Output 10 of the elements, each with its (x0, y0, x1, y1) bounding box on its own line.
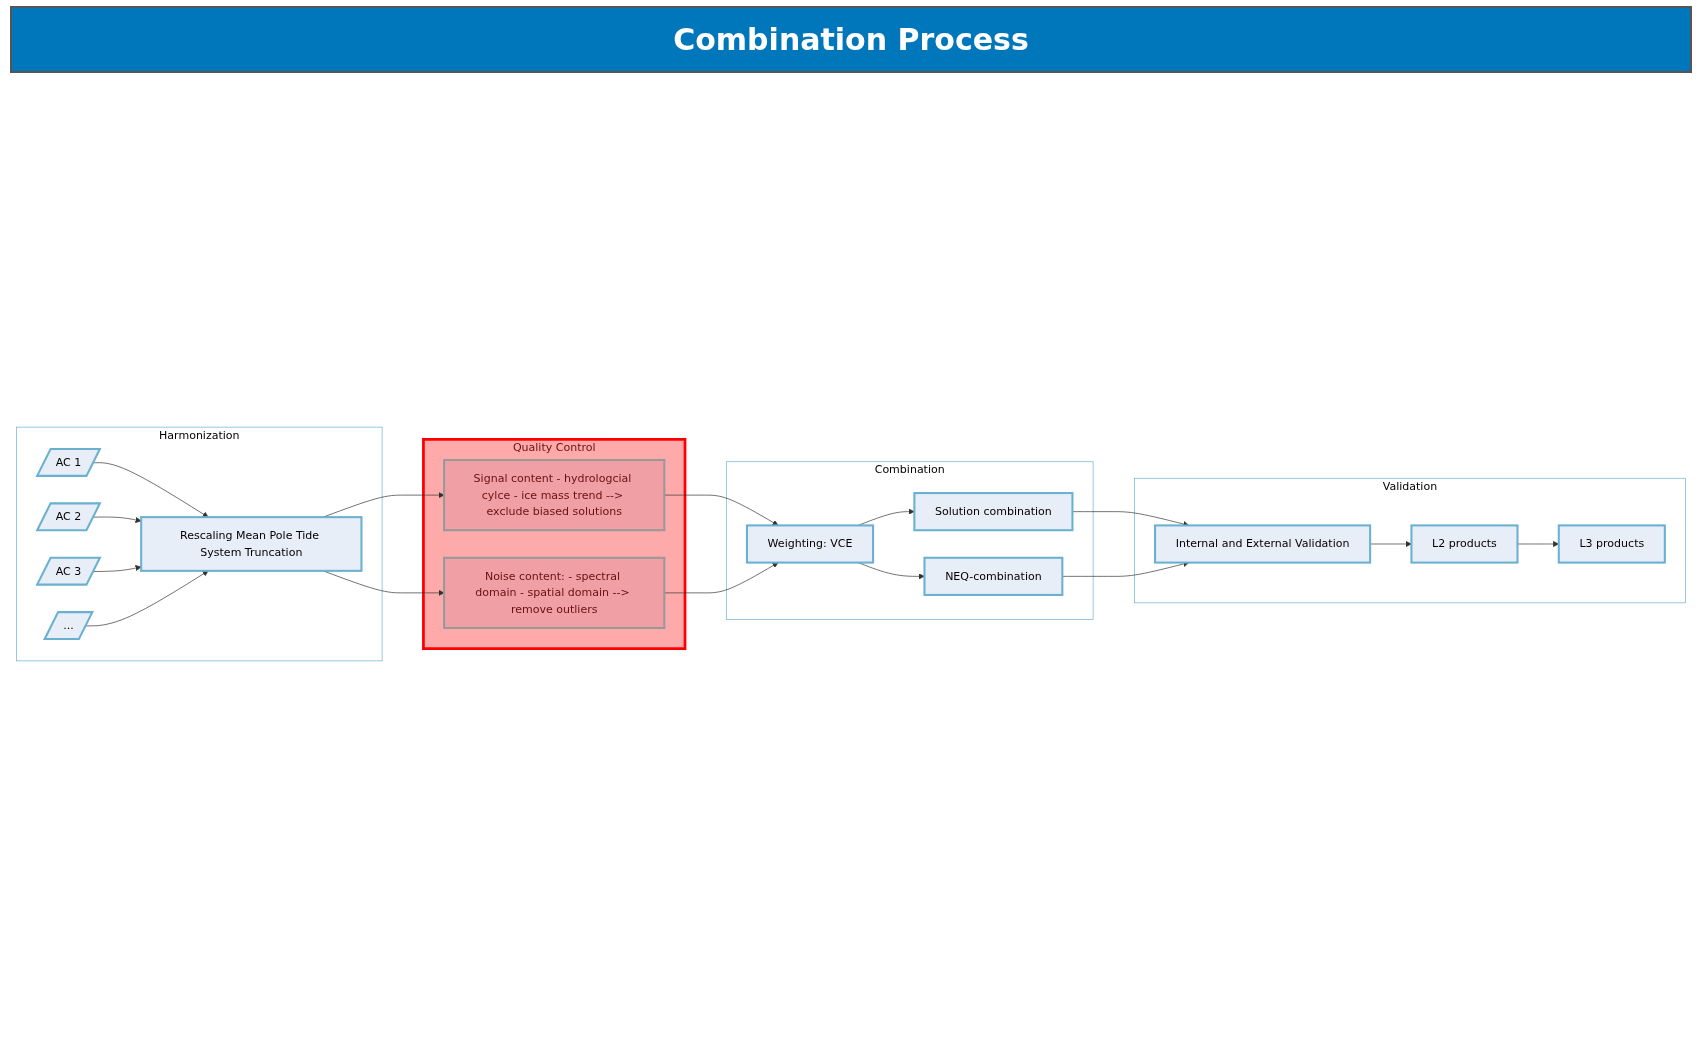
node-box: Rescaling Mean Pole Tide System Truncation (140, 516, 363, 572)
node-box: Weighting: VCE (745, 524, 875, 564)
node-box: Solution combination (913, 492, 1074, 532)
node-box: NEQ-combination (923, 556, 1064, 596)
node-box: Internal and External Validation (1154, 524, 1372, 564)
node-box: L3 products (1557, 524, 1666, 564)
node-box: Noise content: - spectral domain - spatial domain --> remove outliers (443, 556, 666, 629)
node-box: L2 products (1410, 524, 1519, 564)
title-banner: Combination Process (10, 6, 1692, 73)
node-box: Signal content - hydrologcial cylce - ice mass trend --> exclude biased solutions (443, 459, 666, 532)
